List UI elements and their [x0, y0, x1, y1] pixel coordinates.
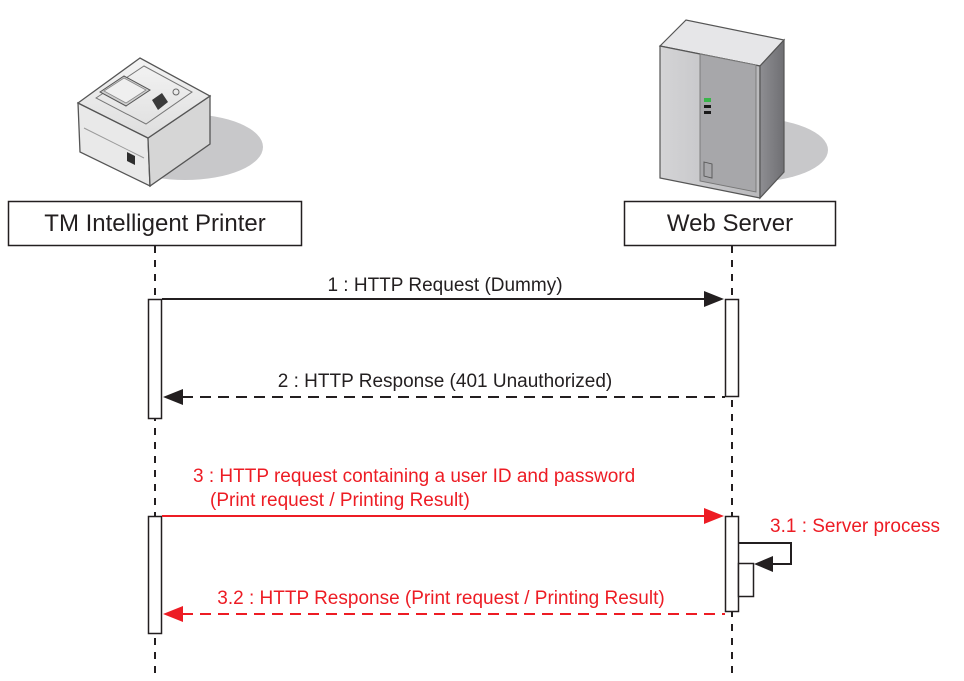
server-name: Web Server	[667, 210, 793, 237]
printer-name: TM Intelligent Printer	[44, 210, 265, 237]
server-activation-1	[724, 298, 740, 398]
server-tower-icon	[658, 19, 828, 200]
message-3-label-line1: 3 : HTTP request containing a user ID an…	[193, 466, 635, 487]
message-3-2-label: 3.2 : HTTP Response (Print request / Pri…	[217, 588, 664, 609]
message-1: 1 : HTTP Request (Dummy)	[162, 275, 724, 307]
message-1-label: 1 : HTTP Request (Dummy)	[327, 275, 562, 296]
message-3-2: 3.2 : HTTP Response (Print request / Pri…	[163, 588, 725, 622]
message-2-label: 2 : HTTP Response (401 Unauthorized)	[278, 371, 612, 392]
message-3-label-line2: (Print request / Printing Result)	[210, 490, 470, 511]
printer-activation-2	[147, 515, 163, 635]
message-2: 2 : HTTP Response (401 Unauthorized)	[163, 371, 725, 405]
receipt-printer-icon	[76, 57, 263, 188]
message-3-1: 3.1 : Server process	[739, 516, 940, 572]
server-lifeline-header: Web Server	[623, 200, 837, 247]
printer-activation-1	[147, 298, 163, 420]
server-self-activation	[737, 562, 755, 598]
printer-lifeline-header: TM Intelligent Printer	[7, 200, 303, 247]
server-activation-2	[724, 515, 740, 613]
message-3: 3 : HTTP request containing a user ID an…	[162, 466, 724, 524]
message-3-1-label: 3.1 : Server process	[770, 516, 940, 537]
